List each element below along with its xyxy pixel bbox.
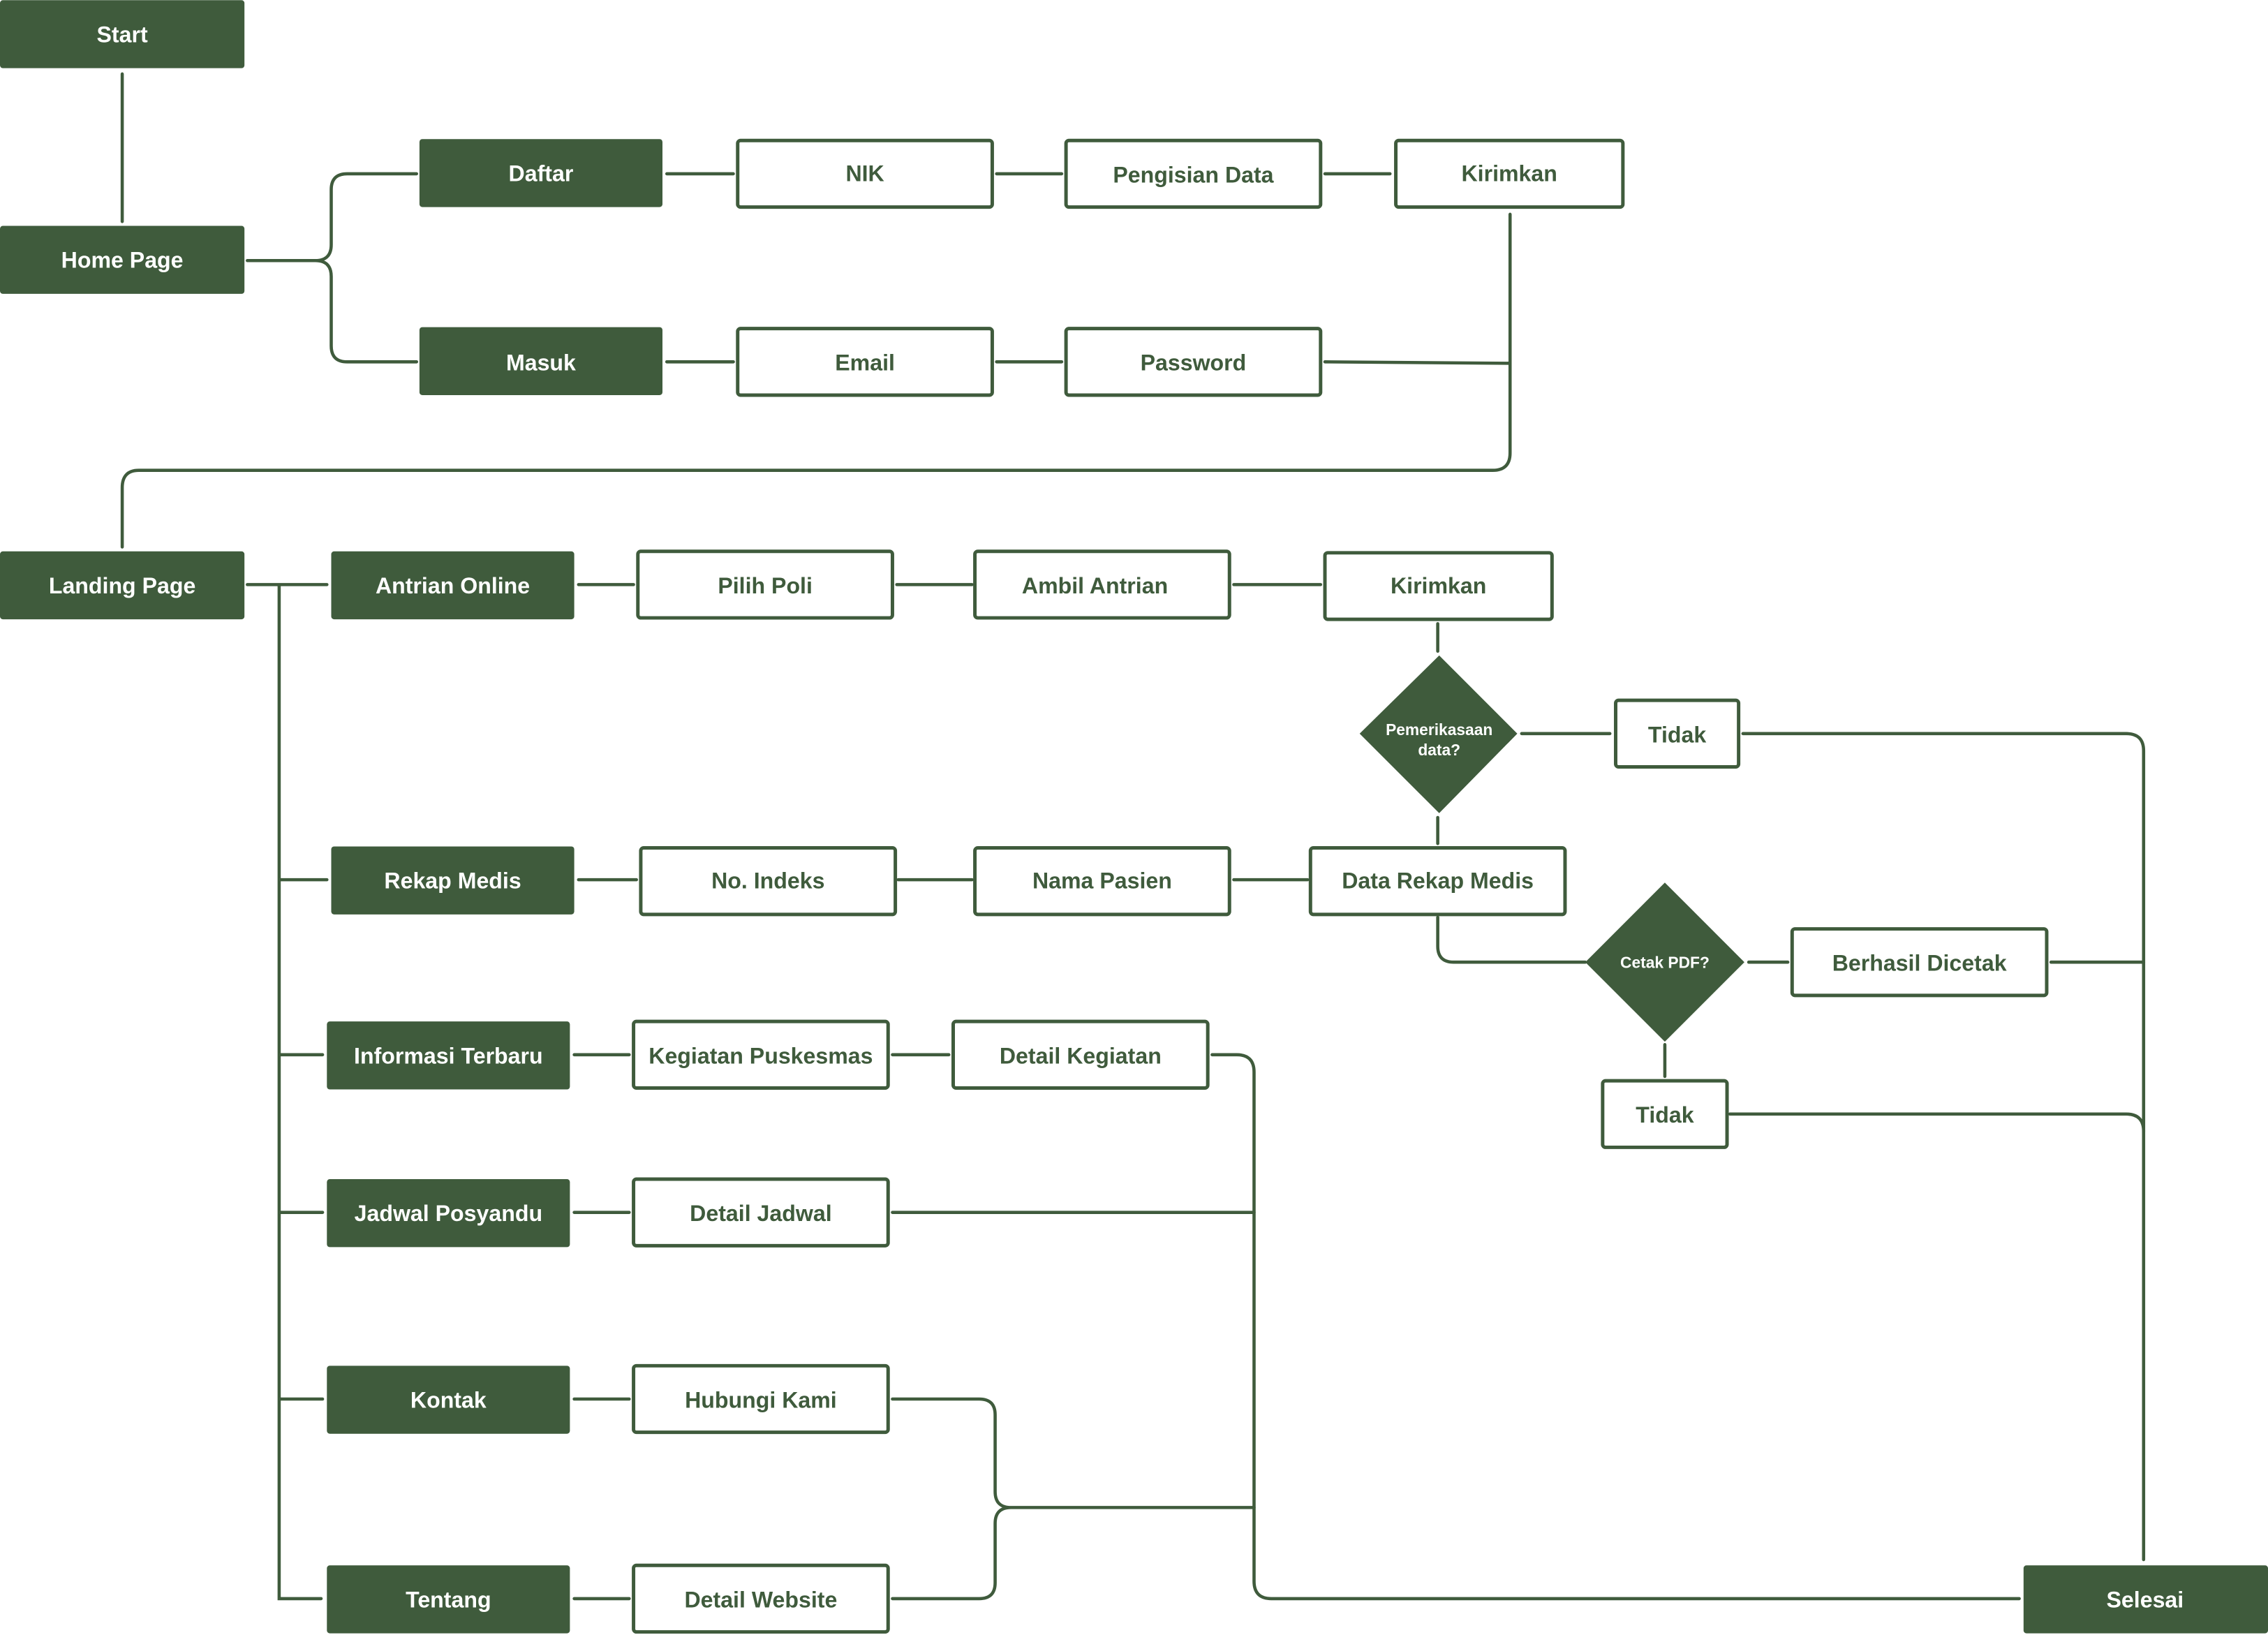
node-landing-page[interactable]: Landing Page bbox=[0, 551, 245, 620]
node-berhasil-dicetak[interactable]: Berhasil Dicetak bbox=[1790, 927, 2049, 998]
node-tentang-label: Tentang bbox=[406, 1587, 491, 1612]
decision-cetak-pdf[interactable]: Cetak PDF? bbox=[1585, 882, 1744, 1042]
node-masuk[interactable]: Masuk bbox=[419, 327, 663, 395]
connector-datarekap-cetak bbox=[1436, 915, 1587, 964]
node-informasi-terbaru[interactable]: Informasi Terbaru bbox=[327, 1021, 570, 1090]
node-nama-pasien[interactable]: Nama Pasien bbox=[973, 846, 1231, 917]
node-kegiatan-puskesmas-label: Kegiatan Puskesmas bbox=[648, 1043, 873, 1068]
node-detail-kegiatan-label: Detail Kegiatan bbox=[1000, 1043, 1162, 1068]
decision-pemeriksaan-data[interactable]: Pemerikasaan data? bbox=[1359, 655, 1518, 813]
node-kontak-label: Kontak bbox=[410, 1387, 487, 1412]
node-data-rekap-medis[interactable]: Data Rekap Medis bbox=[1308, 846, 1567, 917]
node-no-indeks-label: No. Indeks bbox=[711, 868, 824, 894]
node-nama-pasien-label: Nama Pasien bbox=[1032, 868, 1172, 894]
connector-kirimkan-landing bbox=[120, 212, 1512, 549]
node-home-page-label: Home Page bbox=[61, 248, 184, 273]
node-berhasil-dicetak-label: Berhasil Dicetak bbox=[1832, 951, 2007, 976]
node-start-label: Start bbox=[97, 22, 148, 47]
node-tentang[interactable]: Tentang bbox=[327, 1565, 570, 1634]
node-masuk-label: Masuk bbox=[506, 350, 576, 376]
node-rekap-medis[interactable]: Rekap Medis bbox=[331, 846, 575, 915]
node-tidak-cetak[interactable]: Tidak bbox=[1601, 1079, 1729, 1149]
node-kirimkan-register[interactable]: Kirimkan bbox=[1394, 138, 1625, 209]
connector-tidak2-selesai bbox=[1728, 1112, 2146, 1133]
node-tidak-pemeriksaan[interactable]: Tidak bbox=[1614, 698, 1741, 769]
node-kirimkan-antrian[interactable]: Kirimkan bbox=[1323, 551, 1554, 621]
decision-pemeriksaan-label-line1: Pemerikasaan bbox=[1386, 720, 1492, 739]
node-antrian-online-label: Antrian Online bbox=[376, 573, 530, 598]
node-detail-website[interactable]: Detail Website bbox=[632, 1563, 890, 1634]
node-selesai-label: Selesai bbox=[2107, 1587, 2184, 1612]
decision-pemeriksaan-label-line2: data? bbox=[1418, 741, 1460, 759]
node-rekap-medis-label: Rekap Medis bbox=[384, 868, 521, 894]
connector-hubungi-merge bbox=[891, 1397, 1256, 1601]
node-ambil-antrian[interactable]: Ambil Antrian bbox=[973, 549, 1231, 620]
node-detail-website-label: Detail Website bbox=[684, 1587, 837, 1612]
node-informasi-terbaru-label: Informasi Terbaru bbox=[354, 1043, 543, 1068]
node-password-label: Password bbox=[1141, 350, 1247, 376]
node-selesai[interactable]: Selesai bbox=[2023, 1565, 2268, 1634]
node-jadwal-posyandu[interactable]: Jadwal Posyandu bbox=[327, 1179, 570, 1248]
node-email-label: Email bbox=[835, 350, 895, 376]
node-email[interactable]: Email bbox=[736, 327, 994, 397]
connector-home-branch bbox=[246, 172, 419, 364]
decision-cetak-pdf-label: Cetak PDF? bbox=[1620, 953, 1710, 971]
node-hubungi-kami[interactable]: Hubungi Kami bbox=[632, 1363, 890, 1435]
node-daftar[interactable]: Daftar bbox=[419, 139, 663, 207]
connector-landing-trunk bbox=[246, 583, 329, 1601]
node-password[interactable]: Password bbox=[1064, 327, 1323, 397]
connector-tidak-selesai bbox=[1741, 732, 2146, 1562]
connector-detailkegiatan-merge bbox=[1210, 1053, 2021, 1601]
node-nik-label: NIK bbox=[845, 161, 884, 186]
node-tidak-cetak-label: Tidak bbox=[1636, 1102, 1693, 1127]
node-pengisian-data-label: Pengisian Data bbox=[1113, 162, 1274, 187]
node-detail-jadwal[interactable]: Detail Jadwal bbox=[632, 1177, 890, 1248]
node-tidak-pemeriksaan-label: Tidak bbox=[1648, 722, 1706, 747]
node-landing-page-label: Landing Page bbox=[49, 573, 196, 598]
connectors bbox=[120, 72, 2146, 1601]
node-detail-jadwal-label: Detail Jadwal bbox=[690, 1201, 831, 1226]
node-jadwal-posyandu-label: Jadwal Posyandu bbox=[355, 1201, 542, 1226]
node-kirimkan-register-label: Kirimkan bbox=[1461, 161, 1557, 186]
node-kirimkan-antrian-label: Kirimkan bbox=[1391, 573, 1486, 598]
node-ambil-antrian-label: Ambil Antrian bbox=[1022, 573, 1168, 598]
node-data-rekap-medis-label: Data Rekap Medis bbox=[1342, 868, 1534, 894]
connector-password-merge bbox=[1323, 360, 1512, 365]
node-pilih-poli[interactable]: Pilih Poli bbox=[636, 549, 894, 620]
node-antrian-online[interactable]: Antrian Online bbox=[331, 551, 575, 620]
node-nik[interactable]: NIK bbox=[736, 138, 994, 209]
node-detail-kegiatan[interactable]: Detail Kegiatan bbox=[951, 1019, 1210, 1090]
node-pilih-poli-label: Pilih Poli bbox=[718, 573, 813, 598]
node-home-page[interactable]: Home Page bbox=[0, 225, 245, 294]
node-daftar-label: Daftar bbox=[509, 161, 574, 186]
node-kegiatan-puskesmas[interactable]: Kegiatan Puskesmas bbox=[632, 1019, 890, 1090]
node-start[interactable]: Start bbox=[0, 0, 245, 68]
node-hubungi-kami-label: Hubungi Kami bbox=[685, 1387, 837, 1412]
node-kontak[interactable]: Kontak bbox=[327, 1366, 570, 1434]
node-pengisian-data[interactable]: Pengisian Data bbox=[1064, 138, 1323, 209]
node-no-indeks[interactable]: No. Indeks bbox=[639, 846, 898, 917]
